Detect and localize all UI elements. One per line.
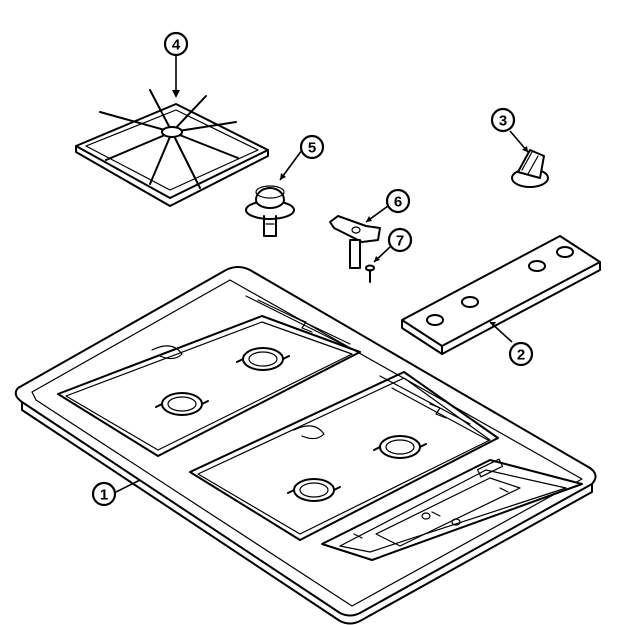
- burner-grate: [75, 89, 269, 207]
- arrow-4: [172, 90, 180, 98]
- leader-line-5: [279, 149, 303, 181]
- burner-ring-rear-left: [236, 347, 290, 371]
- callout-5-label: 5: [308, 140, 316, 157]
- callout-5: 5: [299, 134, 325, 160]
- callout-2-label: 2: [517, 347, 525, 364]
- callout-4: 4: [163, 31, 189, 57]
- burner-ring-rear-right: [373, 435, 427, 459]
- leader-line-1: [115, 479, 141, 493]
- callout-7: 7: [387, 227, 413, 253]
- callout-7-label: 7: [396, 233, 404, 250]
- control-panel-bar: [401, 235, 601, 355]
- callout-4-label: 4: [172, 37, 181, 54]
- control-knob: [511, 149, 549, 188]
- burner-ring-front-left: [155, 392, 209, 416]
- screw: [365, 264, 375, 283]
- arrow-3: [522, 146, 528, 152]
- arrow-2: [490, 322, 496, 327]
- arrow-6: [366, 216, 372, 222]
- callout-3: 3: [490, 107, 516, 133]
- burner-ring-front-right: [287, 478, 341, 502]
- cooktop-panel: [14, 266, 597, 625]
- callout-3-label: 3: [499, 113, 507, 130]
- callout-2: 2: [508, 341, 534, 367]
- callout-1-label: 1: [100, 487, 108, 504]
- callout-6-label: 6: [394, 194, 402, 211]
- callout-6: 6: [385, 188, 411, 214]
- arrow-7: [374, 256, 380, 262]
- igniter: [329, 215, 381, 269]
- arrow-5: [280, 173, 286, 180]
- burner-head: [245, 185, 295, 237]
- callout-1: 1: [91, 481, 117, 507]
